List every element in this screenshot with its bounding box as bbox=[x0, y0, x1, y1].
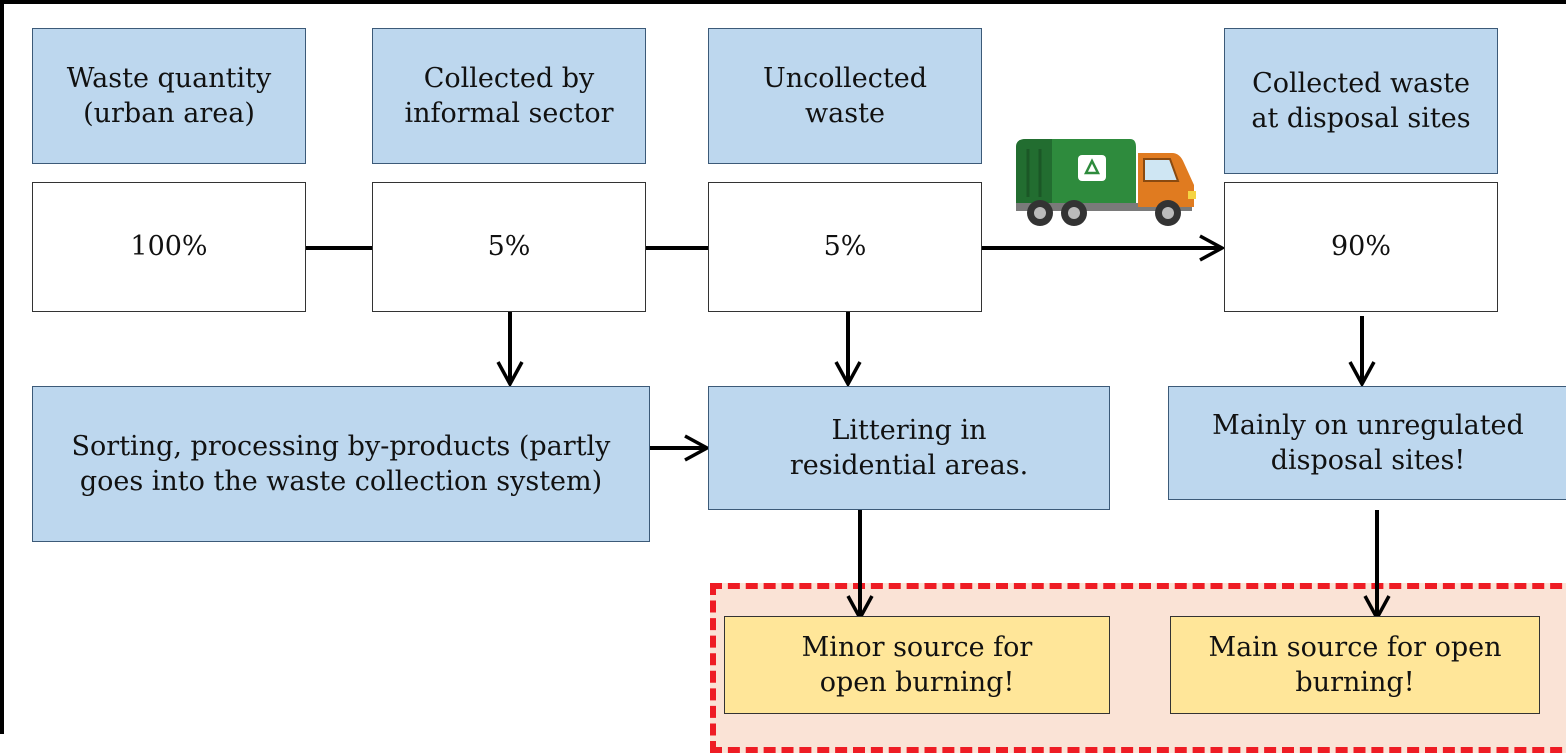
garbage-truck-icon bbox=[1016, 139, 1196, 226]
recycle-icon bbox=[1078, 155, 1106, 181]
unregulated-label: Mainly on unregulated disposal sites! bbox=[1212, 409, 1524, 476]
header-disposal-collected: Collected waste at disposal sites bbox=[1224, 28, 1498, 174]
header-informal-sector: Collected by informal sector bbox=[372, 28, 646, 164]
value-informal-label: 5% bbox=[487, 231, 531, 263]
diagram-frame bbox=[0, 0, 1566, 734]
main-source-label: Main source for open burning! bbox=[1208, 631, 1502, 698]
header-waste-quantity: Waste quantity (urban area) bbox=[32, 28, 306, 164]
sorting-box: Sorting, processing by-products (partly … bbox=[32, 386, 650, 542]
header-uncollected: Uncollected waste bbox=[708, 28, 982, 164]
header-disposal-collected-label: Collected waste at disposal sites bbox=[1251, 67, 1471, 134]
value-total-label: 100% bbox=[130, 231, 208, 263]
sorting-label: Sorting, processing by-products (partly … bbox=[71, 430, 611, 497]
header-informal-sector-label: Collected by informal sector bbox=[404, 62, 614, 129]
value-informal: 5% bbox=[372, 182, 646, 312]
header-uncollected-label: Uncollected waste bbox=[762, 62, 927, 129]
main-source-box: Main source for open burning! bbox=[1170, 616, 1540, 714]
minor-source-box: Minor source for open burning! bbox=[724, 616, 1110, 714]
connector-layer bbox=[304, 234, 1391, 622]
littering-label: Littering in residential areas. bbox=[789, 414, 1029, 481]
unregulated-box: Mainly on unregulated disposal sites! bbox=[1168, 386, 1566, 500]
littering-box: Littering in residential areas. bbox=[708, 386, 1110, 510]
value-total: 100% bbox=[32, 182, 306, 312]
value-uncollected: 5% bbox=[708, 182, 982, 312]
minor-source-label: Minor source for open burning! bbox=[801, 631, 1033, 698]
value-uncollected-label: 5% bbox=[823, 231, 867, 263]
header-waste-quantity-label: Waste quantity (urban area) bbox=[66, 62, 272, 129]
value-disposal: 90% bbox=[1224, 182, 1498, 312]
value-disposal-label: 90% bbox=[1330, 231, 1391, 263]
